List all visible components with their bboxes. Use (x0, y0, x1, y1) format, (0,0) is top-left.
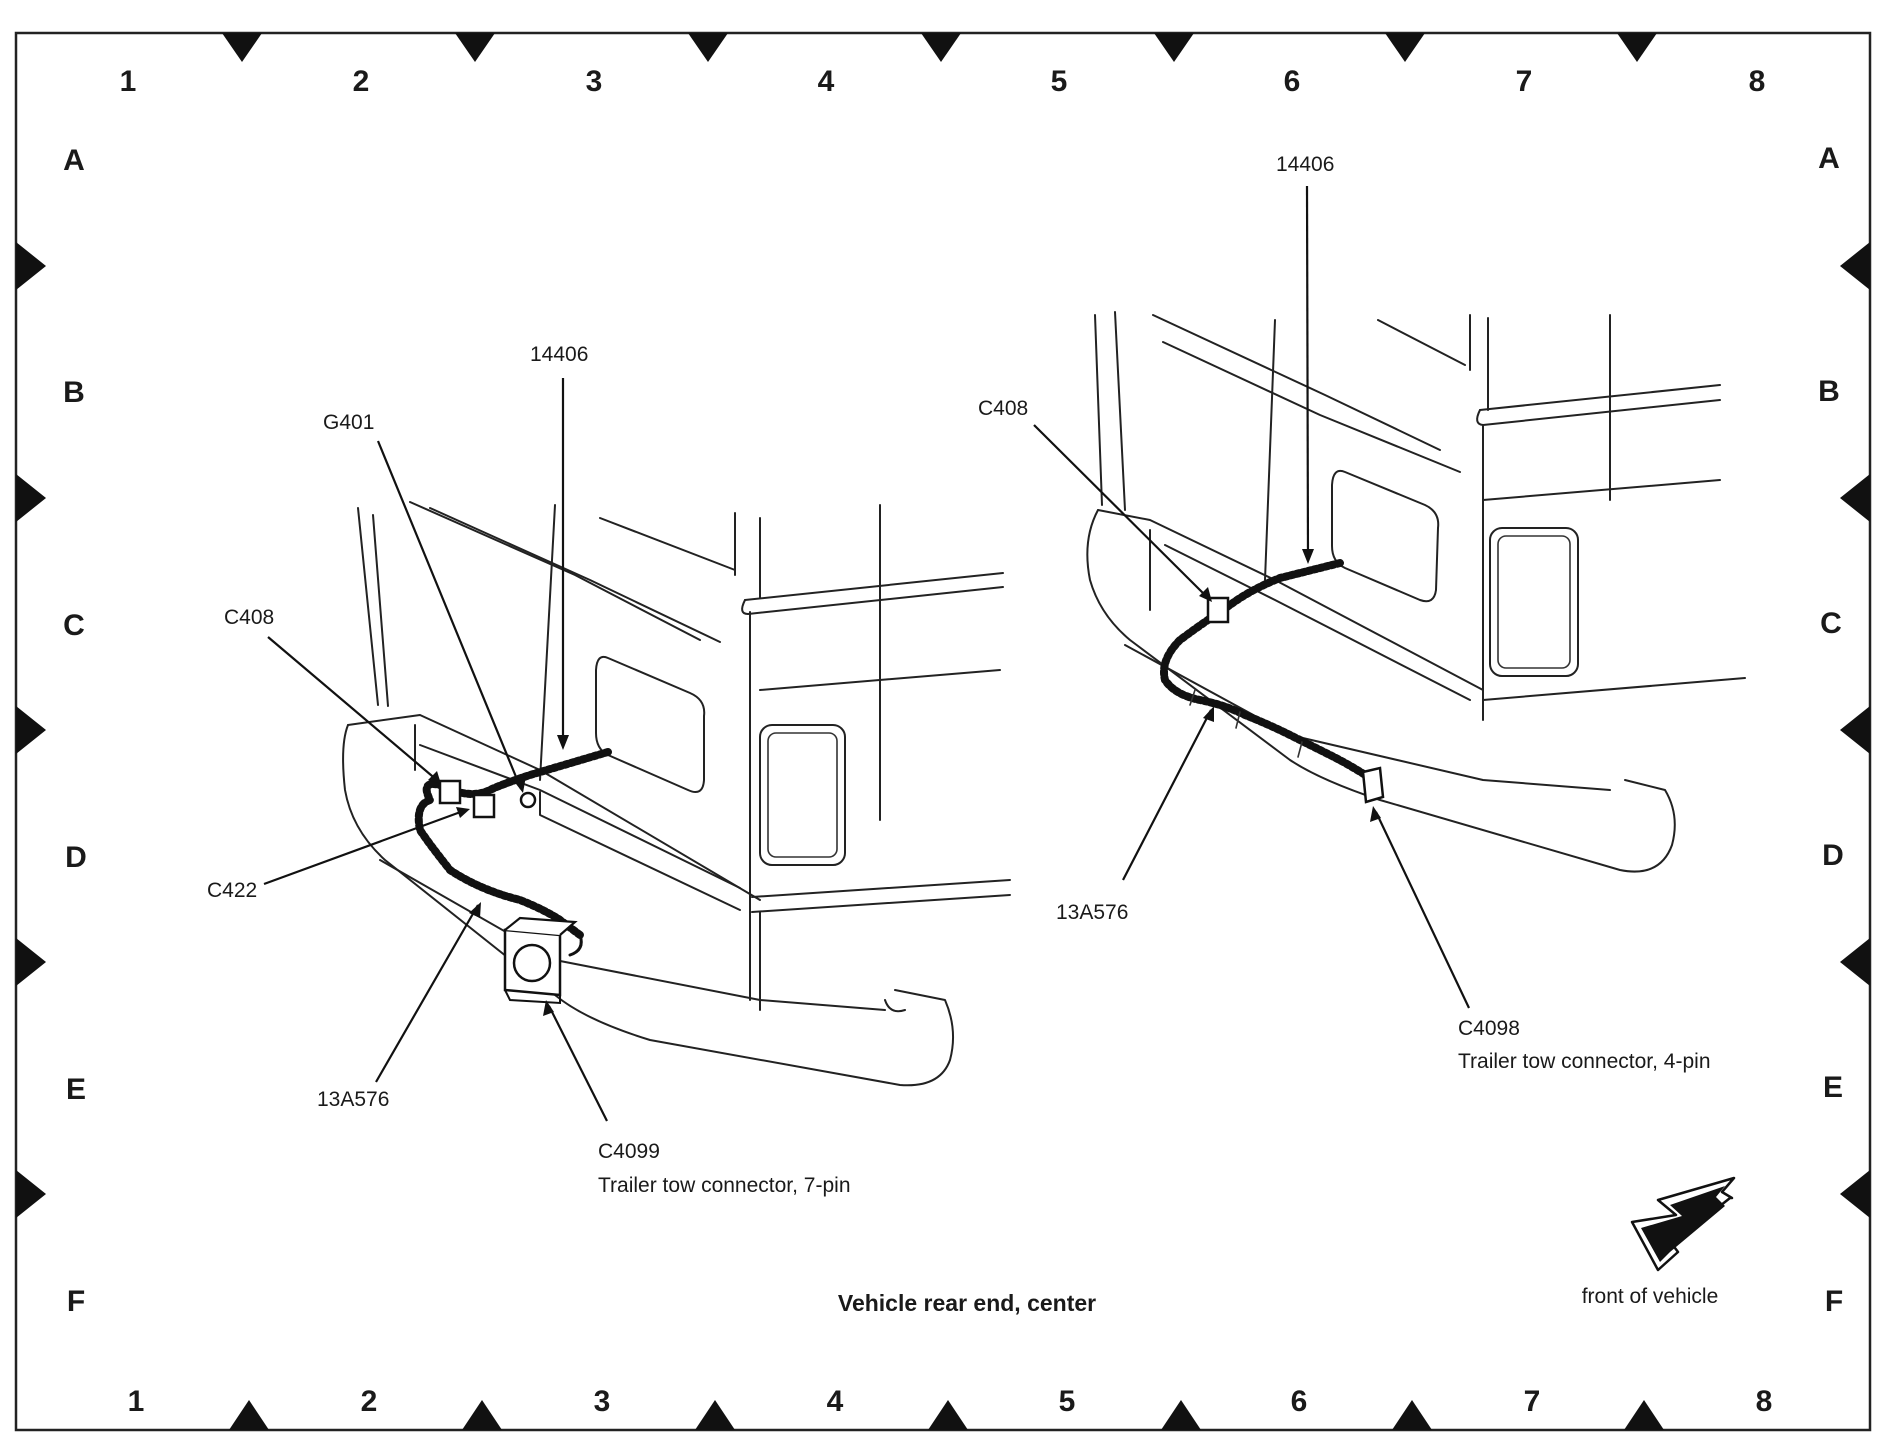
grid-col-top-7: 7 (1516, 65, 1533, 98)
grid-col-top-4: 4 (818, 65, 835, 98)
front-of-vehicle-label: front of vehicle (1582, 1285, 1719, 1308)
label-g401: G401 (323, 411, 374, 434)
label-c408-right: C408 (978, 397, 1028, 420)
grid-col-bottom-8: 8 (1756, 1385, 1773, 1418)
connector-c422-left-body (472, 793, 496, 819)
zone-markers-bottom (229, 1400, 1664, 1430)
grid-row-left-c: C (63, 609, 85, 642)
grid-col-bottom-6: 6 (1291, 1385, 1308, 1418)
diagram-frame (14, 31, 1872, 1432)
grid-col-bottom-4: 4 (827, 1385, 844, 1418)
grid-col-top-8: 8 (1749, 65, 1766, 98)
trailer-connector-7pin (503, 916, 578, 1005)
grid-col-bottom-1: 1 (128, 1385, 145, 1418)
grid-row-right-c: C (1820, 607, 1842, 640)
label-c422: C422 (207, 879, 257, 902)
grid-row-right-f: F (1825, 1285, 1843, 1318)
zone-markers-right (1840, 242, 1870, 1218)
left-vehicle-illustration (342, 501, 1011, 1087)
grid-col-bottom-2: 2 (361, 1385, 378, 1418)
grid-col-top-2: 2 (353, 65, 370, 98)
grid-col-top-1: 1 (120, 65, 137, 98)
right-leader-lines (1033, 185, 1470, 1009)
label-c4098: C4098 (1458, 1017, 1520, 1040)
label-c4099-description: Trailer tow connector, 7-pin (598, 1174, 851, 1197)
grid-col-top-6: 6 (1284, 65, 1301, 98)
label-13a576-right: 13A576 (1056, 901, 1128, 924)
zone-markers-left (16, 242, 46, 1218)
trailer-connector-4pin (1361, 766, 1385, 804)
label-14406-right: 14406 (1276, 153, 1334, 176)
grid-row-right-e: E (1823, 1071, 1843, 1104)
grid-col-bottom-3: 3 (594, 1385, 611, 1418)
grid-row-left-f: F (67, 1285, 85, 1318)
grid-row-left-a: A (63, 144, 85, 177)
arrow-icon (1630, 1176, 1736, 1272)
grid-row-right-a: A (1818, 142, 1840, 175)
grid-col-bottom-5: 5 (1059, 1385, 1076, 1418)
diagram-caption: Vehicle rear end, center (838, 1290, 1096, 1316)
connector-c408-left-body (438, 779, 462, 805)
grid-row-left-b: B (63, 376, 85, 409)
right-vehicle-illustration (1086, 311, 1746, 873)
grid-col-top-5: 5 (1051, 65, 1068, 98)
grid-row-right-d: D (1822, 839, 1844, 872)
grid-col-bottom-7: 7 (1524, 1385, 1541, 1418)
label-13a576-left: 13A576 (317, 1088, 389, 1111)
zone-markers-top (222, 33, 1657, 62)
label-14406-left: 14406 (530, 343, 588, 366)
left-wiring-harness (414, 748, 612, 1005)
label-c408-left: C408 (224, 606, 274, 629)
right-wiring-harness (1160, 559, 1385, 804)
grid-row-left-e: E (66, 1073, 86, 1106)
label-c4099: C4099 (598, 1140, 660, 1163)
connector-c408-right-body (1206, 596, 1230, 624)
left-leader-lines (263, 378, 608, 1122)
ground-g401-body (519, 791, 537, 809)
grid-row-right-b: B (1818, 375, 1840, 408)
grid-row-left-d: D (65, 841, 87, 874)
label-c4098-description: Trailer tow connector, 4-pin (1458, 1050, 1711, 1073)
grid-col-top-3: 3 (586, 65, 603, 98)
